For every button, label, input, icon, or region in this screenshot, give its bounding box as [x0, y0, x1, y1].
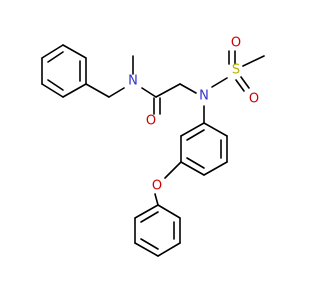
bond: [203, 122, 228, 137]
atom-label-s1: S: [232, 63, 240, 78]
bond: [41, 44, 64, 59]
molecule-canvas: N O N S O O O: [41, 36, 265, 257]
bond: [41, 83, 64, 98]
bond: [157, 204, 181, 219]
bond: [62, 83, 87, 98]
bond: [62, 44, 87, 59]
molecule-structure: N O N S O O O: [41, 36, 265, 257]
atom-label-n1: N: [128, 74, 138, 89]
bond: [179, 83, 197, 94]
bond: [47, 79, 64, 91]
bond: [134, 204, 159, 219]
bond: [240, 76, 250, 89]
bonds: [41, 44, 265, 257]
bond: [164, 161, 182, 179]
bond: [235, 79, 245, 92]
bond: [140, 211, 159, 223]
bond: [211, 77, 228, 88]
bond: [203, 161, 228, 176]
bond: [85, 83, 110, 98]
bond: [134, 242, 159, 257]
atom-label-o1: O: [146, 114, 156, 129]
bond: [47, 51, 64, 63]
atom-labels: N O N S O O O: [128, 36, 259, 194]
bond: [141, 87, 157, 98]
atom-label-n2: N: [199, 89, 209, 104]
bond: [157, 242, 181, 257]
atom-label-o2: O: [231, 36, 241, 51]
bond: [180, 122, 205, 137]
atom-label-o3: O: [249, 92, 259, 107]
bond: [140, 238, 159, 250]
bond: [108, 87, 125, 98]
bond: [154, 193, 159, 206]
bond: [180, 161, 205, 176]
atom-label-o4: O: [152, 179, 162, 194]
bond: [186, 129, 205, 141]
bond: [242, 55, 265, 67]
bond: [155, 83, 181, 98]
bond: [186, 157, 205, 169]
